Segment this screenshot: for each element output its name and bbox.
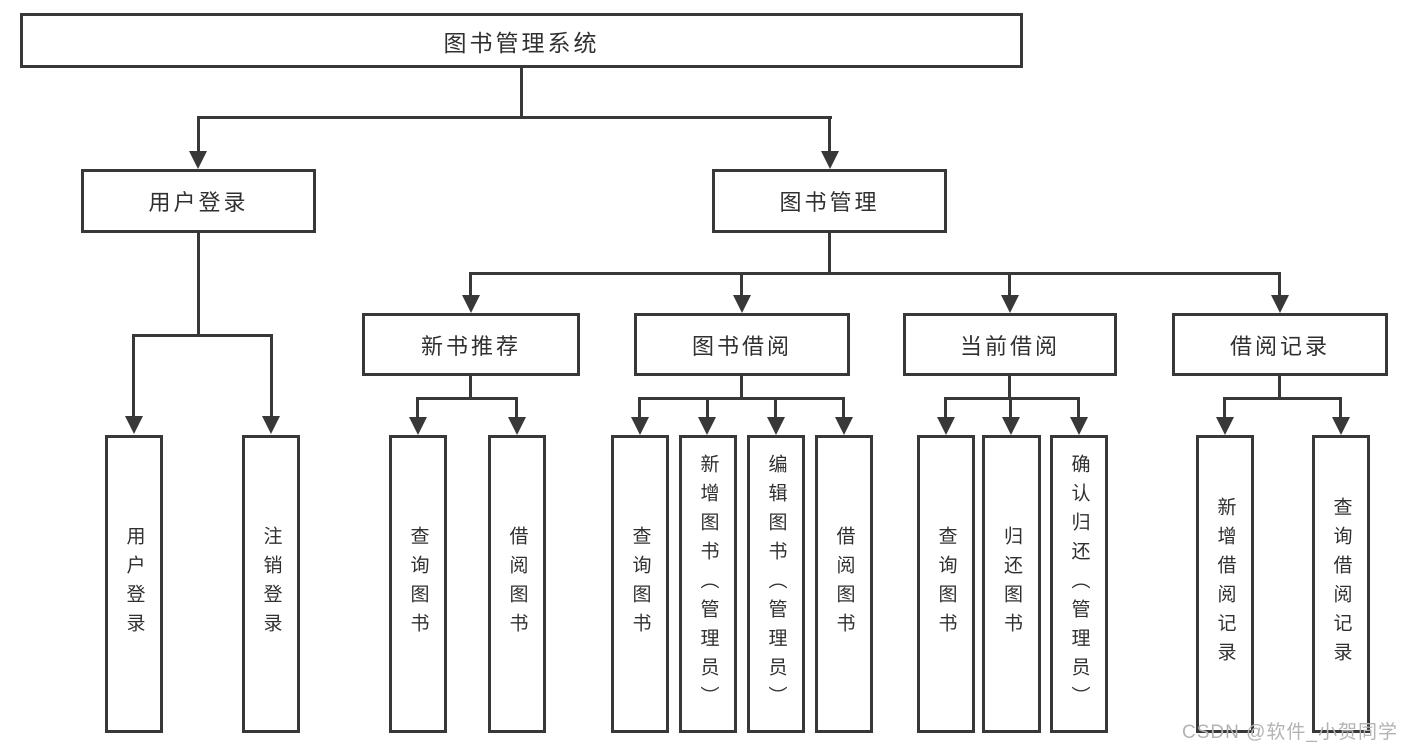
arrowhead-book-borrow	[733, 295, 751, 313]
connector-arrow-bb-add	[706, 397, 709, 418]
arrowhead-bb-add	[698, 417, 716, 435]
connector-arrow-current-borrow	[1008, 272, 1011, 296]
connector-root-stub	[520, 68, 523, 118]
arrowhead-borrow-records	[1271, 295, 1289, 313]
node-borrow-records: 借阅记录	[1172, 313, 1388, 376]
connector-arrow-bb-edit	[774, 397, 777, 418]
node-user-login: 用户登录	[81, 169, 316, 233]
connector-arrow-cb-confirm	[1077, 397, 1080, 418]
leaf-borrow-books: 借阅图书	[815, 435, 873, 733]
connector-bookmgmt-stub	[828, 233, 831, 274]
arrowhead-br-add	[1216, 417, 1234, 435]
connector-newbooks-stub	[469, 376, 472, 399]
csdn-watermark: CSDN @软件_小贺同学	[1182, 722, 1398, 743]
connector-arrow-nb-borrow	[515, 397, 518, 418]
arrowhead-leaf-logout	[262, 416, 280, 434]
connector-arrow-bb-query	[638, 397, 641, 418]
arrowhead-bb-borrow	[835, 417, 853, 435]
connector-arrow-br-query	[1339, 397, 1342, 418]
leaf-borrow-books-recommend: 借阅图书	[488, 435, 546, 733]
node-book-borrow: 图书借阅	[634, 313, 850, 376]
arrowhead-leaf-login	[125, 416, 143, 434]
arrowhead-cb-confirm	[1070, 417, 1088, 435]
leaf-add-borrow-record: 新增借阅记录	[1196, 435, 1254, 733]
connector-arrow-borrow-records	[1278, 272, 1281, 296]
leaf-user-login: 用户登录	[105, 435, 163, 733]
node-new-book-recommend: 新书推荐	[362, 313, 580, 376]
connector-arrow-book-management	[828, 116, 831, 152]
connector-newbooks-hline	[416, 397, 518, 400]
connector-currentborrow-hline	[944, 397, 1080, 400]
leaf-query-borrow-record: 查询借阅记录	[1312, 435, 1370, 733]
node-current-borrow: 当前借阅	[903, 313, 1117, 376]
connector-userlogin-hline	[132, 334, 273, 337]
connector-bookborrow-stub	[740, 376, 743, 399]
leaf-confirm-return-admin: 确认归还（管理员）	[1050, 435, 1108, 733]
connector-arrow-book-borrow	[740, 272, 743, 296]
arrowhead-cb-query	[937, 417, 955, 435]
leaf-query-books-current: 查询图书	[917, 435, 975, 733]
connector-arrow-cb-query	[944, 397, 947, 418]
leaf-add-book-admin: 新增图书（管理员）	[679, 435, 737, 733]
arrowhead-bb-edit	[767, 417, 785, 435]
arrowhead-nb-borrow	[508, 417, 526, 435]
leaf-logout: 注销登录	[242, 435, 300, 733]
connector-root-hline	[197, 116, 832, 119]
connector-arrow-nb-query	[416, 397, 419, 418]
node-root: 图书管理系统	[20, 13, 1023, 68]
connector-userlogin-stub	[197, 233, 200, 336]
connector-borrowrecords-stub	[1278, 376, 1281, 399]
connector-arrow-cb-return	[1009, 397, 1012, 418]
arrowhead-current-borrow	[1001, 295, 1019, 313]
arrowhead-bb-query	[631, 417, 649, 435]
arrowhead-user-login	[189, 151, 207, 169]
arrowhead-book-management	[821, 151, 839, 169]
arrowhead-cb-return	[1002, 417, 1020, 435]
connector-currentborrow-stub	[1008, 376, 1011, 399]
connector-arrow-user-login	[197, 116, 200, 152]
connector-level3-hline	[469, 272, 1281, 275]
leaf-query-books-recommend: 查询图书	[389, 435, 447, 733]
node-book-management: 图书管理	[712, 169, 947, 233]
connector-arrow-new-books	[469, 272, 472, 296]
connector-borrowrecords-hline	[1223, 397, 1342, 400]
arrowhead-new-books	[462, 295, 480, 313]
connector-arrow-bb-borrow	[842, 397, 845, 418]
connector-arrow-leaf-logout	[270, 334, 273, 417]
connector-bookborrow-hline	[638, 397, 845, 400]
connector-arrow-leaf-login	[132, 334, 135, 417]
leaf-return-book: 归还图书	[982, 435, 1041, 733]
leaf-edit-book-admin: 编辑图书（管理员）	[747, 435, 805, 733]
arrowhead-br-query	[1332, 417, 1350, 435]
leaf-query-books-borrow: 查询图书	[611, 435, 669, 733]
arrowhead-nb-query	[409, 417, 427, 435]
connector-arrow-br-add	[1223, 397, 1226, 418]
